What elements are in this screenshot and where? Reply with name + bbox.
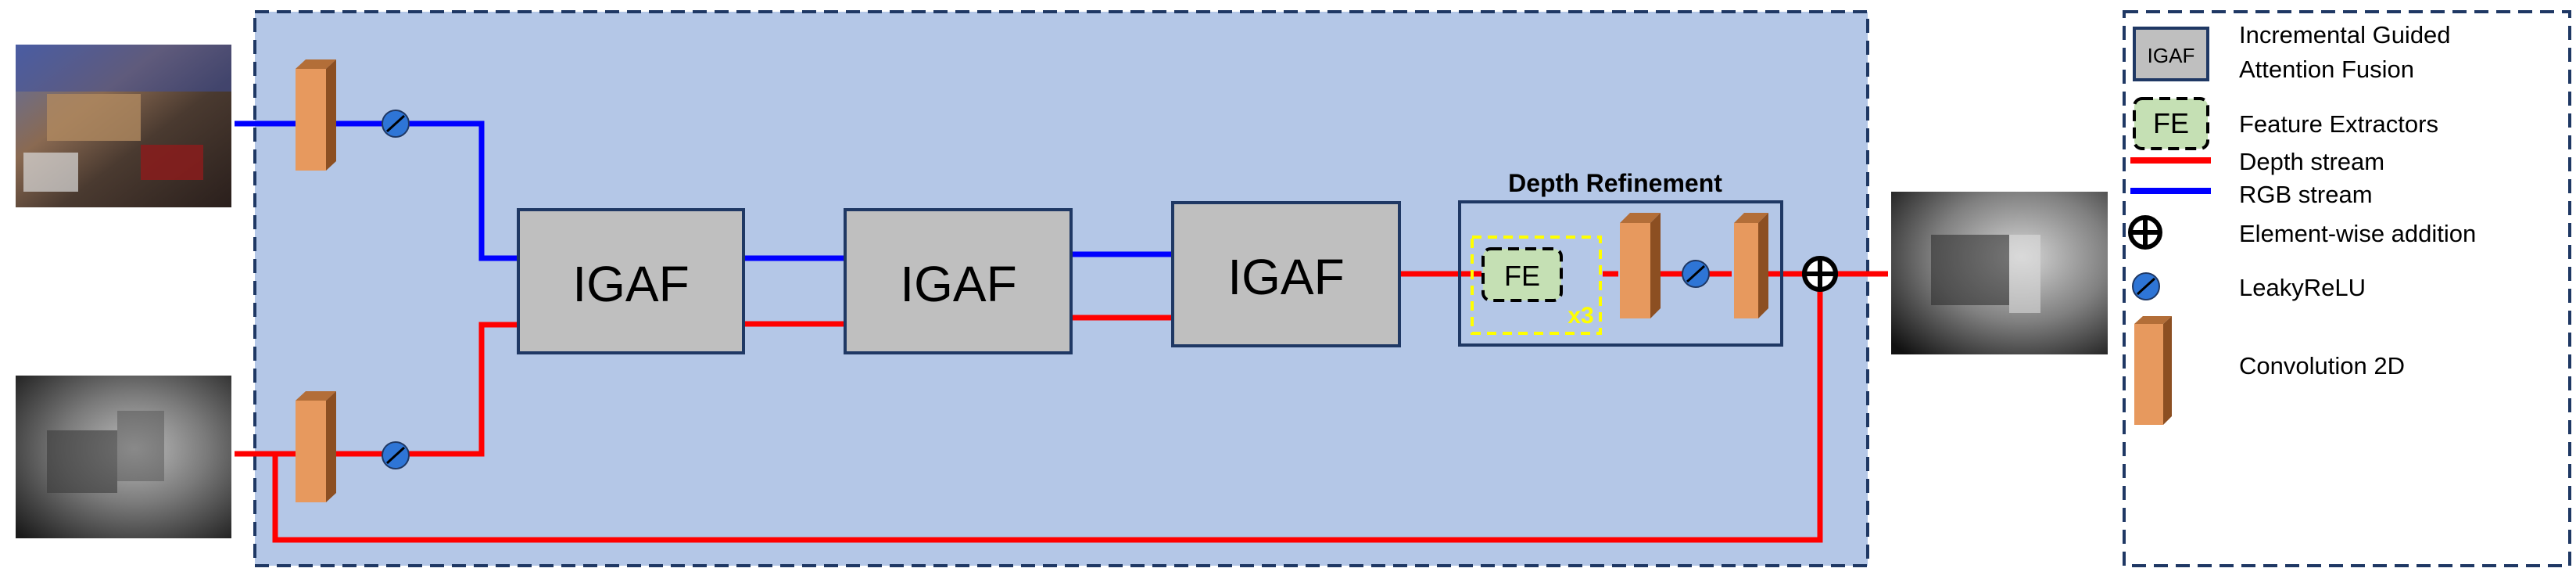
depth-input-image	[16, 376, 231, 538]
legend-igaf-icon-label: IGAF	[2148, 44, 2195, 67]
feature-extractor-block: FE	[1481, 247, 1563, 302]
legend-conv2d-text: Convolution 2D	[2239, 352, 2405, 379]
legend-leakyrelu-item: LeakyReLU	[2132, 272, 2366, 301]
legend-fe-text: Feature Extractors	[2239, 110, 2438, 138]
fe-repeat-box	[1471, 236, 1602, 335]
igaf-module-1: IGAF	[517, 208, 745, 354]
legend-rgb-stream-item: RGB stream	[2130, 181, 2373, 208]
legend-igaf-text-line2: Attention Fusion	[2239, 56, 2414, 83]
rgb-input-image	[16, 45, 231, 207]
igaf-module-2-label: IGAF	[900, 256, 1016, 312]
feature-extractor-label: FE	[1504, 260, 1540, 292]
legend-igaf-text-line1: Incremental Guided	[2239, 21, 2451, 49]
depth-refinement-box	[1458, 200, 1783, 347]
legend-rgb-stream-text: RGB stream	[2239, 181, 2373, 208]
legend-conv2d-item: Convolution 2D	[2134, 316, 2405, 425]
igaf-module-1-label: IGAF	[572, 256, 689, 312]
addition-icon	[2128, 215, 2162, 250]
legend-igaf-item: IGAF Incremental Guided Attention Fusion	[2133, 21, 2451, 83]
element-wise-addition-node	[1802, 256, 1838, 292]
conv2d-icon	[2134, 316, 2172, 425]
leakyrelu-depth	[382, 441, 410, 469]
conv2d-block-refine-2	[1734, 213, 1768, 318]
legend-addition-text: Element-wise addition	[2239, 220, 2476, 247]
legend-depth-stream-text: Depth stream	[2239, 148, 2384, 175]
legend-addition-item: Element-wise addition	[2128, 215, 2476, 250]
output-depth-image	[1891, 192, 2108, 354]
legend-fe-item: FE Feature Extractors	[2133, 97, 2438, 150]
leakyrelu-rgb	[382, 110, 410, 138]
leakyrelu-refine	[1682, 260, 1710, 288]
conv2d-block-rgb	[296, 59, 336, 171]
depth-stream-lines	[235, 271, 1888, 543]
igaf-module-2: IGAF	[844, 208, 1073, 354]
legend-depth-stream-item: Depth stream	[2130, 148, 2384, 175]
legend-leakyrelu-text: LeakyReLU	[2239, 274, 2366, 301]
igaf-module-3-label: IGAF	[1227, 249, 1344, 305]
rgb-stream-lines	[235, 120, 1173, 261]
conv2d-block-depth	[296, 391, 336, 502]
legend-fe-icon-label: FE	[2153, 107, 2189, 139]
igaf-module-3: IGAF	[1171, 201, 1401, 347]
leakyrelu-icon	[2132, 272, 2160, 300]
conv2d-block-refine-1	[1620, 213, 1661, 318]
depth-refinement-title: Depth Refinement	[1508, 169, 1722, 197]
fe-repeat-label: x3	[1567, 303, 1593, 329]
